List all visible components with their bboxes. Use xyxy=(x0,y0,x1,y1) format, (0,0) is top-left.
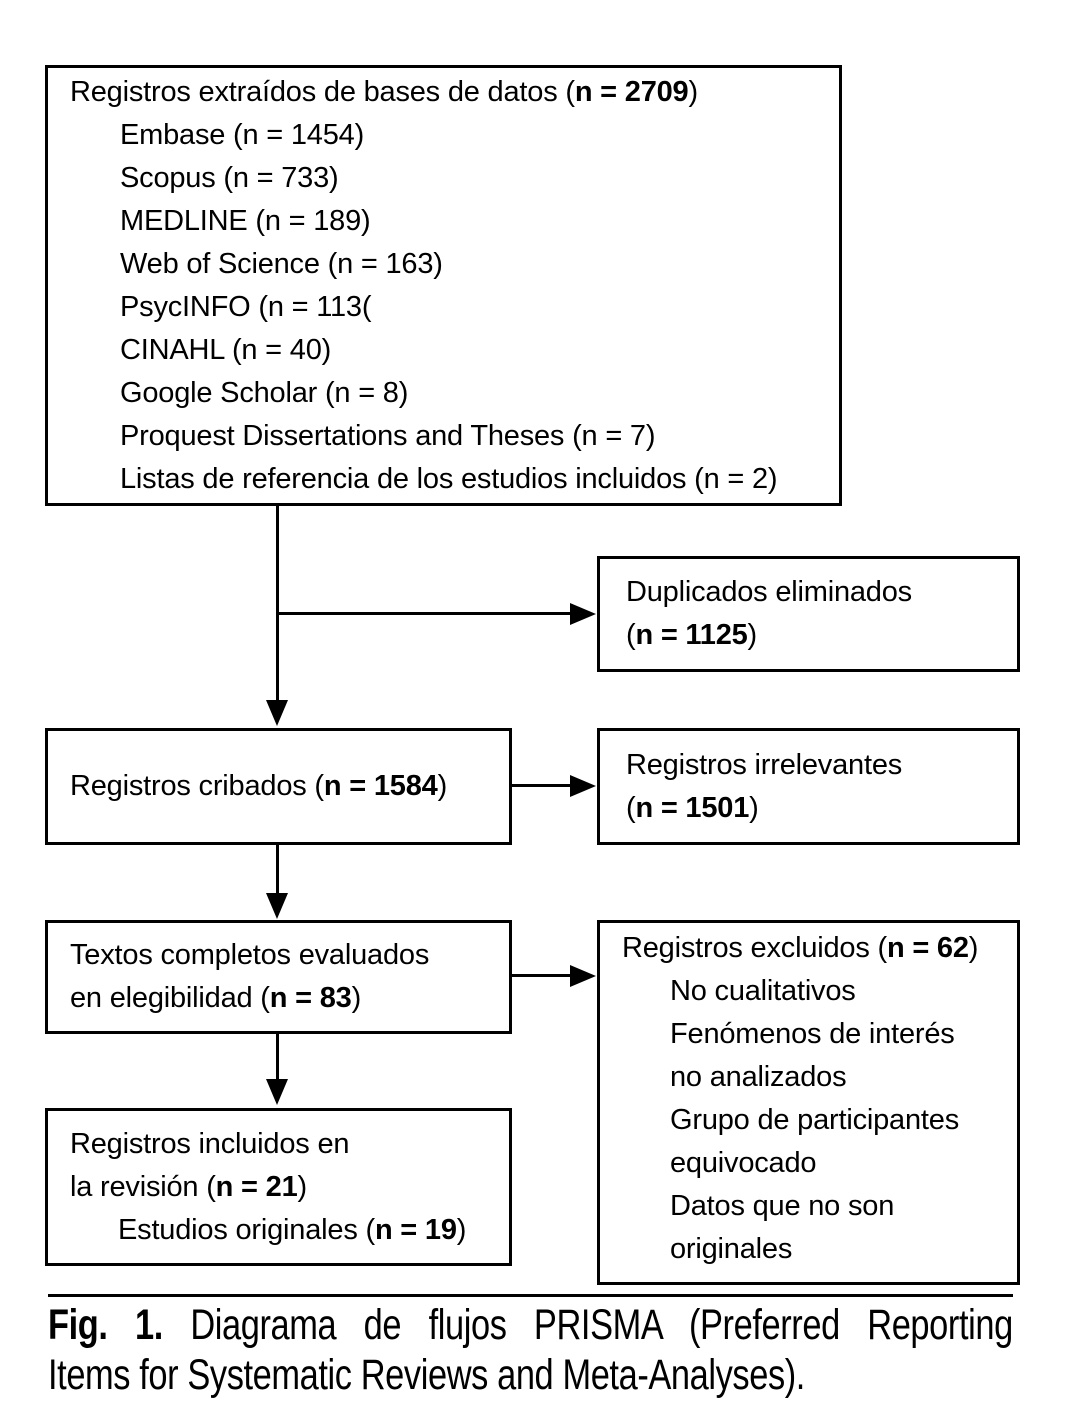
arrowhead-down-to-included xyxy=(266,1079,288,1105)
included-count: n = 21 xyxy=(215,1170,298,1203)
irrelevant-line2: (n = 1501) xyxy=(626,787,1017,830)
records-screened-box: Registros cribados (n = 1584) xyxy=(45,728,512,845)
caption-line1: Fig. 1. Diagrama de flujos PRISMA (Prefe… xyxy=(48,1300,1013,1350)
duplicates-count: n = 1125 xyxy=(635,619,748,651)
caption-figure-label: Fig. 1. xyxy=(48,1301,163,1349)
original-studies-count: n = 19 xyxy=(374,1213,457,1246)
arrowhead-right-to-duplicates xyxy=(570,603,596,625)
duplicates-removed-box: Duplicados eliminados (n = 1125) xyxy=(597,556,1020,672)
screened-count: n = 1584 xyxy=(323,770,438,802)
database-item: CINAHL (n = 40) xyxy=(120,334,332,366)
arrowhead-right-to-excluded xyxy=(570,965,596,987)
included-line2: la revisión (n = 21) xyxy=(70,1166,509,1209)
connector-to-irrelevant xyxy=(510,784,572,787)
included-original-studies: Estudios originales (n = 19) xyxy=(70,1209,509,1252)
arrowhead-down-to-fulltext xyxy=(266,893,288,919)
figure-caption: Fig. 1. Diagrama de flujos PRISMA (Prefe… xyxy=(48,1300,1013,1400)
connector-to-duplicates xyxy=(276,612,572,615)
excluded-close-paren: ) xyxy=(968,932,979,964)
identification-title: Registros extraídos de bases de datos (n… xyxy=(70,71,823,114)
fulltext-count: n = 83 xyxy=(269,982,352,1014)
fulltext-close-paren: ) xyxy=(351,982,362,1014)
database-item: PsycINFO (n = 113( xyxy=(120,291,372,323)
connector-fulltext-to-included xyxy=(276,1034,279,1081)
identification-title-text: Registros extraídos de bases de datos ( xyxy=(70,76,575,108)
screened-text: Registros cribados ( xyxy=(70,770,324,802)
arrowhead-right-to-irrelevant xyxy=(570,775,596,797)
irrelevant-close-paren: ) xyxy=(749,791,759,824)
caption-line1-text: Diagrama de flujos PRISMA (Preferred Rep… xyxy=(190,1301,1013,1349)
duplicates-close-paren: ) xyxy=(747,619,758,651)
database-item: Web of Science (n = 163) xyxy=(120,248,443,280)
excluded-title: Registros excluidos (n = 62) xyxy=(622,927,1007,970)
arrowhead-down-to-screening xyxy=(266,700,288,726)
records-included-box: Registros incluidos en la revisión (n = … xyxy=(45,1108,512,1266)
database-item: Listas de referencia de los estudios inc… xyxy=(120,463,778,495)
exclusion-reason-line: Datos que no son xyxy=(670,1190,895,1222)
irrelevant-count: n = 1501 xyxy=(635,791,750,824)
caption-divider xyxy=(48,1294,1013,1297)
identification-box: Registros extraídos de bases de datos (n… xyxy=(45,65,842,506)
database-item: MEDLINE (n = 189) xyxy=(120,205,371,237)
identification-title-count: n = 2709 xyxy=(574,76,689,108)
screened-close-paren: ) xyxy=(437,770,448,802)
caption-line2: Items for Systematic Reviews and Meta-An… xyxy=(48,1351,805,1399)
screened-line: Registros cribados (n = 1584) xyxy=(70,765,509,808)
irrelevant-open-paren: ( xyxy=(626,791,636,824)
records-excluded-box: Registros excluidos (n = 62) No cualitat… xyxy=(597,920,1020,1285)
fulltext-assessed-box: Textos completos evaluados en elegibilid… xyxy=(45,920,512,1034)
exclusion-reason-line: originales xyxy=(670,1233,793,1265)
connector-to-excluded xyxy=(510,974,572,977)
fulltext-line1: Textos completos evaluados xyxy=(70,939,430,971)
excluded-title-text: Registros excluidos ( xyxy=(622,932,887,964)
exclusion-reason-line: equivocado xyxy=(670,1147,817,1179)
exclusion-reason-line: no analizados xyxy=(670,1061,847,1093)
original-studies-text: Estudios originales ( xyxy=(118,1213,375,1246)
fulltext-text: en elegibilidad ( xyxy=(70,982,270,1014)
duplicates-open-paren: ( xyxy=(626,619,636,651)
excluded-count: n = 62 xyxy=(886,932,969,964)
included-line1: Registros incluidos en xyxy=(70,1127,350,1160)
original-studies-close-paren: ) xyxy=(456,1213,467,1246)
exclusion-reason-line: Fenómenos de interés xyxy=(670,1018,955,1050)
connector-screening-to-fulltext xyxy=(276,845,279,895)
irrelevant-records-box: Registros irrelevantes (n = 1501) xyxy=(597,728,1020,845)
duplicates-line1: Duplicados eliminados xyxy=(626,576,912,608)
exclusion-reason-line: No cualitativos xyxy=(670,975,856,1007)
included-text: la revisión ( xyxy=(70,1170,216,1203)
duplicates-line2: (n = 1125) xyxy=(626,614,1017,657)
fulltext-line2: en elegibilidad (n = 83) xyxy=(70,977,509,1020)
database-item: Proquest Dissertations and Theses (n = 7… xyxy=(120,420,656,452)
included-close-paren: ) xyxy=(297,1170,308,1203)
database-item: Embase (n = 1454) xyxy=(120,119,365,151)
database-item: Scopus (n = 733) xyxy=(120,162,339,194)
identification-title-close: ) xyxy=(688,76,699,108)
irrelevant-line1: Registros irrelevantes xyxy=(626,748,903,781)
exclusion-reason-line: Grupo de participantes xyxy=(670,1104,959,1136)
database-item: Google Scholar (n = 8) xyxy=(120,377,409,409)
connector-identification-to-screening xyxy=(276,506,279,702)
